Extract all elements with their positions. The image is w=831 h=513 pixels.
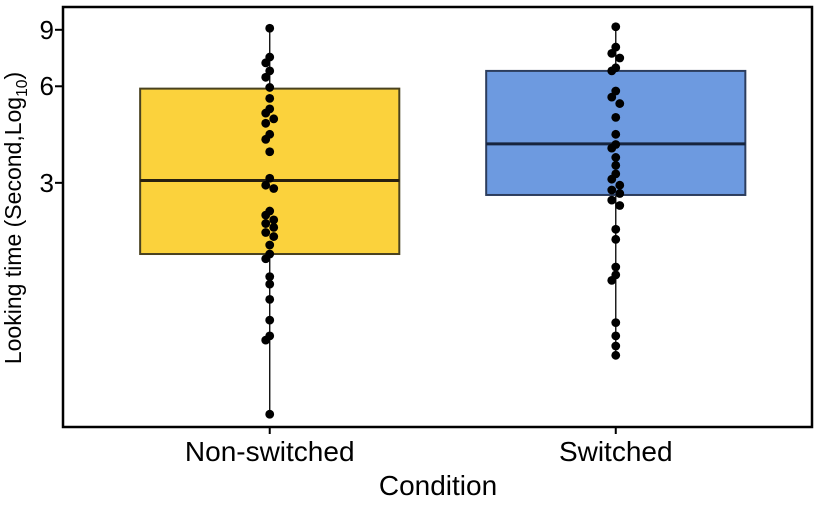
data-point: [261, 335, 271, 345]
data-point: [269, 232, 279, 241]
data-point: [261, 108, 271, 118]
data-point: [265, 83, 275, 92]
data-point: [611, 129, 621, 139]
data-point: [265, 66, 275, 76]
y-axis-label-text: Looking time (Second,Log10): [0, 71, 31, 365]
x-cat-label-1: Switched: [558, 436, 673, 467]
data-point: [611, 331, 621, 341]
data-point: [261, 134, 271, 144]
data-point: [265, 240, 275, 250]
data-point: [261, 58, 271, 68]
data-point: [269, 222, 279, 232]
data-point: [261, 254, 271, 264]
data-point: [611, 318, 621, 328]
data-point: [611, 161, 621, 170]
data-point: [607, 66, 617, 76]
data-point: [261, 228, 271, 237]
data-point: [611, 22, 621, 32]
data-point: [269, 184, 279, 193]
data-point: [611, 350, 621, 360]
data-point: [611, 224, 621, 234]
data-point: [611, 42, 621, 52]
data-point: [269, 215, 279, 225]
data-point: [615, 201, 625, 210]
data-point: [265, 315, 275, 325]
data-point: [611, 234, 621, 244]
y-tick-label-1: 6: [39, 71, 54, 102]
data-point: [261, 219, 271, 228]
data-point: [615, 189, 625, 198]
data-point: [265, 23, 275, 33]
data-point: [261, 210, 271, 220]
data-point: [611, 262, 621, 272]
data-point: [261, 118, 271, 128]
data-point: [265, 272, 275, 282]
x-axis-title: Condition: [378, 470, 498, 501]
data-point: [615, 99, 625, 108]
data-point: [261, 180, 271, 190]
data-point: [607, 195, 617, 205]
y-tick-label-0: 9: [39, 14, 54, 45]
data-point: [615, 53, 625, 63]
data-point: [265, 173, 275, 183]
data-point: [611, 341, 621, 351]
data-point: [607, 174, 617, 184]
y-tick-label-2: 3: [39, 167, 54, 198]
data-point: [607, 92, 617, 102]
data-point: [607, 143, 617, 153]
data-point: [265, 294, 275, 304]
data-point: [269, 114, 279, 124]
data-point: [615, 180, 625, 190]
data-point: [261, 72, 271, 82]
data-point: [611, 112, 621, 122]
data-point: [265, 279, 275, 289]
data-point: [611, 153, 621, 162]
data-point: [607, 48, 617, 58]
data-point: [265, 94, 275, 103]
x-cat-label-0: Non-switched: [184, 436, 355, 467]
data-point: [607, 275, 617, 285]
data-point: [265, 409, 275, 419]
data-point: [607, 185, 617, 195]
data-point: [265, 147, 275, 157]
